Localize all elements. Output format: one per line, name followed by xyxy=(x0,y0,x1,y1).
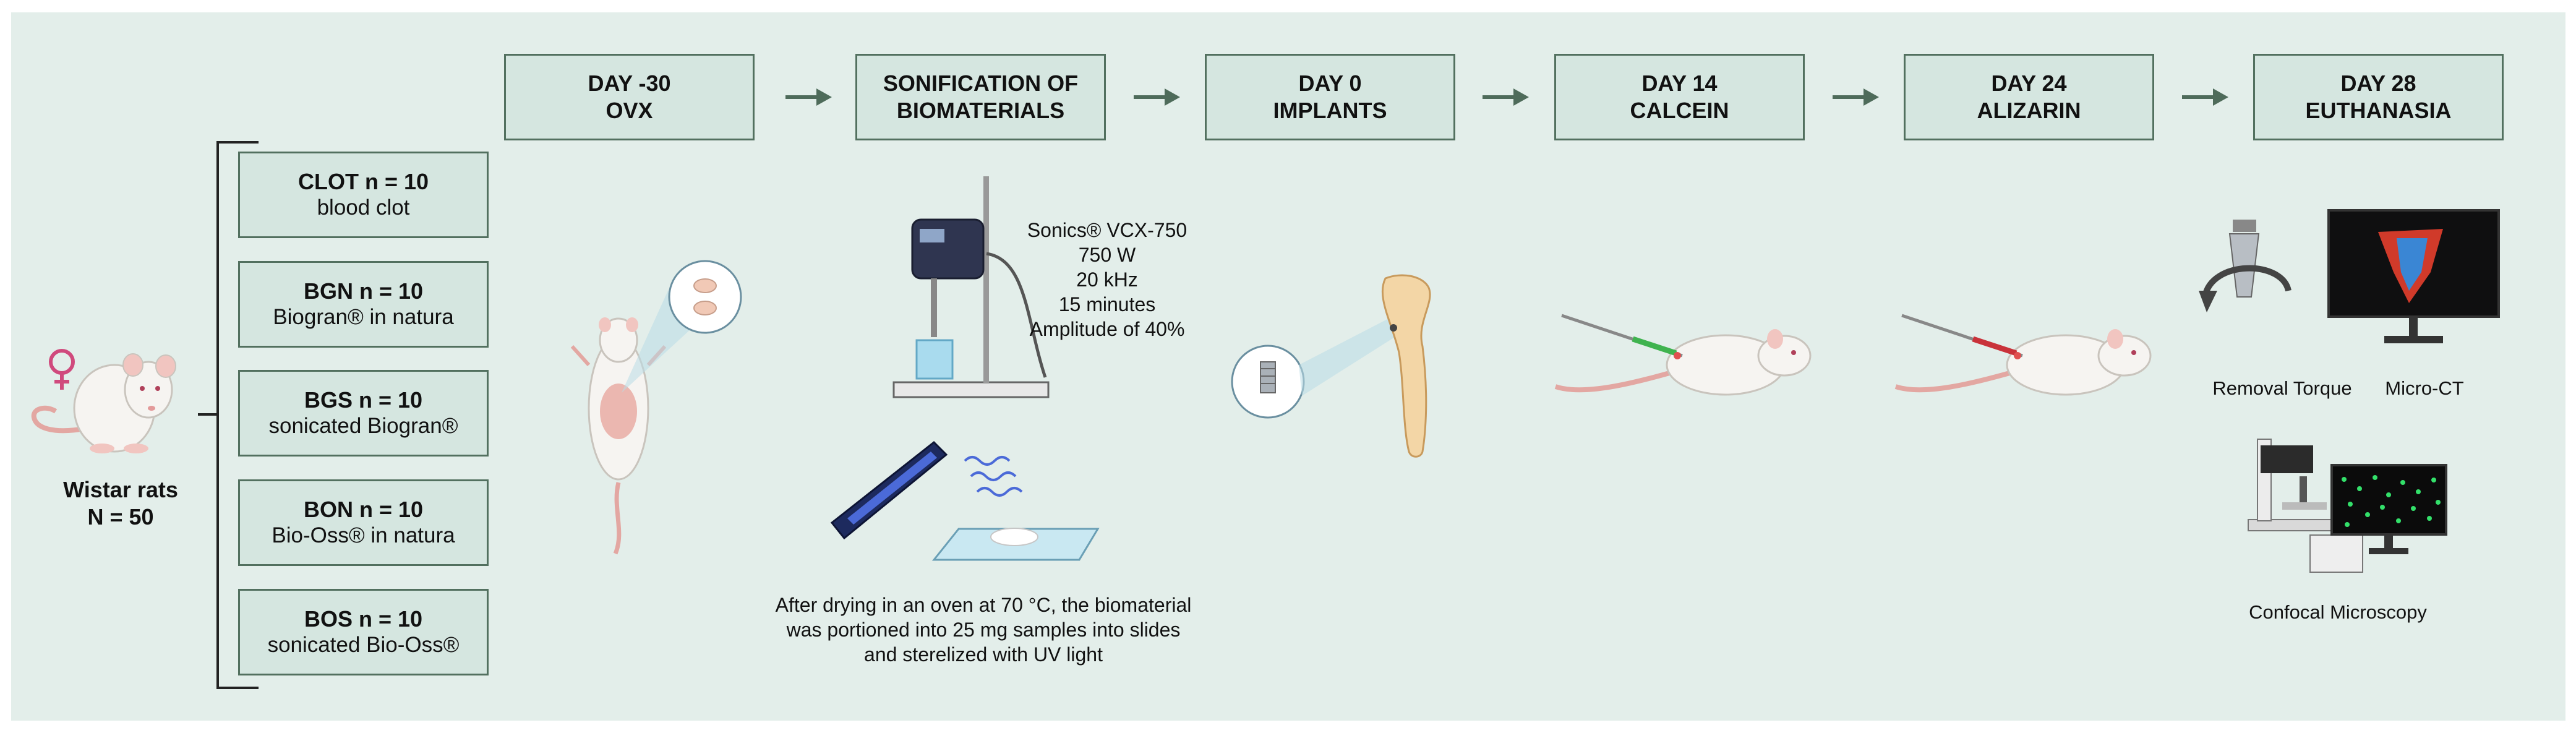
param-line: 15 minutes xyxy=(1058,293,1156,315)
step-box-sonification: SONIFICATION OF BIOMATERIALS xyxy=(855,54,1106,140)
micro-ct-monitor-icon xyxy=(2327,209,2500,343)
group-desc: blood clot xyxy=(317,195,410,220)
group-box-bos: BOS n = 10 sonicated Bio-Oss® xyxy=(238,589,489,675)
confocal-monitor-icon xyxy=(2330,464,2447,554)
group-desc: Bio-Oss® in natura xyxy=(272,523,455,547)
confocal-microscopy-label: Confocal Microscopy xyxy=(2249,601,2427,623)
step-event-label: EUTHANASIA xyxy=(2305,98,2452,123)
step-day-label: DAY 28 xyxy=(2340,71,2416,96)
step-box-calcein: DAY 14 CALCEIN xyxy=(1554,54,1805,140)
param-line: 750 W xyxy=(1078,244,1136,266)
group-box-clot: CLOT n = 10 blood clot xyxy=(238,152,489,238)
step-day-label: DAY -30 xyxy=(588,71,671,96)
sonicator-icon xyxy=(892,176,1050,398)
step-event-label: BIOMATERIALS xyxy=(896,98,1065,123)
step-box-alizarin: DAY 24 ALIZARIN xyxy=(1904,54,2154,140)
step-day-label: DAY 24 xyxy=(1991,71,2067,96)
step-box-implants: DAY 0 IMPLANTS xyxy=(1205,54,1455,140)
uv-lamp-icon xyxy=(830,440,1023,540)
step-event-label: OVX xyxy=(605,98,653,123)
group-code: CLOT n = 10 xyxy=(297,169,429,194)
step-event-label: IMPLANTS xyxy=(1273,98,1387,123)
arrow-icon xyxy=(2182,88,2228,106)
step-day-label: DAY 0 xyxy=(1298,71,1362,96)
group-code: BGS n = 10 xyxy=(304,387,423,413)
step-event-label: CALCEIN xyxy=(1630,98,1729,123)
step-day-label: DAY 14 xyxy=(1641,71,1718,96)
slide-sample-icon xyxy=(931,528,1100,561)
step-day-label: SONIFICATION OF xyxy=(883,71,1079,96)
note-line: was portioned into 25 mg samples into sl… xyxy=(786,619,1181,641)
arrow-icon xyxy=(785,88,832,106)
step-box-ovx: DAY -30 OVX xyxy=(504,54,755,140)
group-bracket xyxy=(198,141,259,689)
step-box-euthanasia: DAY 28 EUTHANASIA xyxy=(2253,54,2504,140)
arrow-icon xyxy=(1134,88,1180,106)
group-code: BGN n = 10 xyxy=(303,278,424,304)
group-box-bgs: BGS n = 10 sonicated Biogran® xyxy=(238,370,489,457)
step-event-label: ALIZARIN xyxy=(1977,98,2081,123)
female-symbol-icon xyxy=(49,349,75,390)
implant-icon xyxy=(1231,319,1395,419)
rat-sitting-icon xyxy=(31,353,176,453)
removal-torque-label: Removal Torque xyxy=(2212,377,2352,399)
arrow-icon xyxy=(1833,88,1879,106)
arrow-icon xyxy=(1483,88,1529,106)
group-desc: sonicated Biogran® xyxy=(268,414,458,438)
param-line: Amplitude of 40% xyxy=(1029,318,1185,340)
group-box-bon: BON n = 10 Bio-Oss® in natura xyxy=(238,479,489,566)
param-line: Sonics® VCX-750 xyxy=(1027,219,1187,241)
param-line: 20 kHz xyxy=(1076,268,1138,291)
ovx-rat-icon xyxy=(570,260,742,555)
note-line: and sterelized with UV light xyxy=(864,643,1103,666)
group-code: BON n = 10 xyxy=(303,497,424,522)
animals-strain: Wistar rats xyxy=(63,477,178,502)
group-desc: sonicated Bio-Oss® xyxy=(267,633,460,657)
sonication-params: Sonics® VCX-750 750 W 20 kHz 15 minutes … xyxy=(1014,218,1200,341)
group-box-bgn: BGN n = 10 Biogran® in natura xyxy=(238,261,489,348)
torque-implant-icon xyxy=(2199,220,2291,312)
note-line: After drying in an oven at 70 °C, the bi… xyxy=(775,594,1192,616)
animals-count: N = 50 xyxy=(87,504,154,529)
group-desc: Biogran® in natura xyxy=(273,305,454,329)
calcein-rat-icon xyxy=(1554,314,1812,396)
animals-label: Wistar rats N = 50 xyxy=(37,476,204,531)
group-code: BOS n = 10 xyxy=(304,606,423,632)
drying-note: After drying in an oven at 70 °C, the bi… xyxy=(736,593,1231,667)
micro-ct-label: Micro-CT xyxy=(2385,377,2464,399)
tibia-bone-icon xyxy=(1381,274,1431,458)
timeline-arrows xyxy=(785,88,2228,106)
alizarin-rat-icon xyxy=(1894,314,2152,396)
